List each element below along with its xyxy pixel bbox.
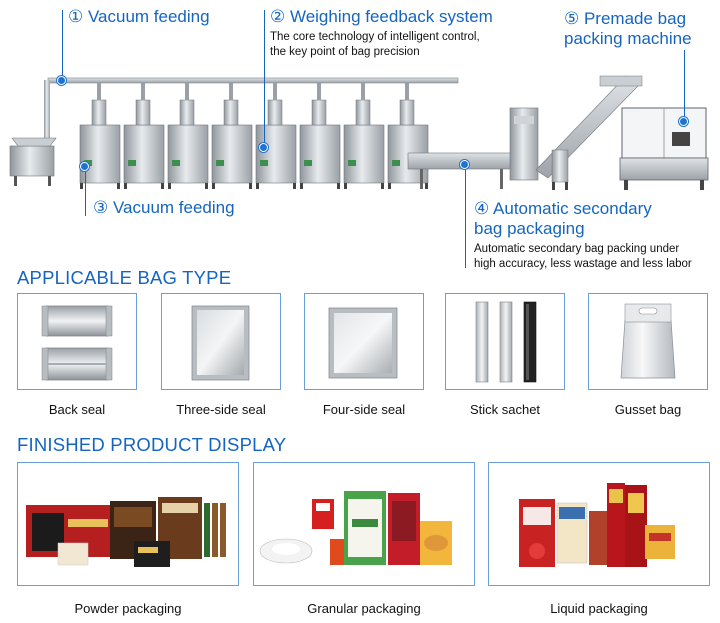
callout-2-desc-line2: the key point of bag precision bbox=[270, 46, 420, 58]
bag-label-gusset-bag: Gusset bag bbox=[614, 402, 682, 417]
callout-5-line bbox=[684, 50, 686, 120]
product-label-granular: Granular packaging bbox=[307, 601, 421, 616]
callout-4-title-line2: bag packaging bbox=[474, 219, 585, 238]
product-label-liquid: Liquid packaging bbox=[550, 601, 648, 616]
callout-1-title: ① Vacuum feeding bbox=[68, 7, 210, 26]
callout-4-desc-line2: high accuracy, less wastage and less lab… bbox=[474, 258, 692, 270]
product-card-powder bbox=[17, 462, 239, 586]
callout-vacuum-feeding-1: ① Vacuum feeding bbox=[68, 7, 210, 27]
callout-2-desc-line1: The core technology of intelligent contr… bbox=[270, 31, 480, 43]
granular-products-image bbox=[259, 491, 452, 565]
powder-products-image bbox=[26, 497, 226, 567]
callout-weighing-feedback: ② Weighing feedback system The core tech… bbox=[270, 7, 493, 60]
callout-4-desc-line1: Automatic secondary bag packing under bbox=[474, 243, 680, 255]
overhead-feed-pipe bbox=[44, 77, 459, 140]
callout-vacuum-feeding-3: ③ Vacuum feeding bbox=[93, 198, 235, 218]
callout-secondary-bag-packaging: ④ Automatic secondary bag packaging Auto… bbox=[474, 199, 692, 272]
bag-card-three-side-seal bbox=[161, 293, 281, 390]
product-card-liquid bbox=[488, 462, 710, 586]
bag-card-gusset-bag bbox=[588, 293, 708, 390]
bag-card-stick-sachet bbox=[445, 293, 565, 390]
callout-4-dot bbox=[460, 160, 469, 169]
callout-premade-bag-machine: ⑤ Premade bag packing machine bbox=[564, 9, 692, 49]
callout-2-line bbox=[264, 10, 266, 145]
product-label-powder: Powder packaging bbox=[74, 601, 182, 616]
callout-4-line bbox=[465, 164, 467, 268]
secondary-packaging-column bbox=[509, 107, 539, 181]
bag-label-stick-sachet: Stick sachet bbox=[469, 402, 541, 417]
callout-3-title: ③ Vacuum feeding bbox=[93, 198, 235, 217]
premade-bag-machine bbox=[619, 107, 709, 190]
inclined-elevator bbox=[535, 75, 643, 190]
packaging-line-illustration bbox=[9, 75, 709, 190]
bag-card-four-side-seal bbox=[304, 293, 424, 390]
callout-4-title-line1: ④ Automatic secondary bbox=[474, 199, 652, 218]
left-feeder-hopper bbox=[9, 137, 57, 186]
bag-card-back-seal bbox=[17, 293, 137, 390]
bag-label-four-side-seal: Four-side seal bbox=[322, 402, 406, 417]
callout-2-title: ② Weighing feedback system bbox=[270, 7, 493, 26]
back-seal-bag-icon bbox=[41, 305, 113, 381]
product-section-title: FINISHED PRODUCT DISPLAY bbox=[17, 434, 287, 455]
vertical-packing-machines bbox=[79, 83, 429, 189]
callout-5-title-line1: ⑤ Premade bag bbox=[564, 9, 687, 28]
three-side-seal-bag-icon bbox=[191, 305, 250, 381]
callout-5-title-line2: packing machine bbox=[564, 29, 692, 48]
callout-3-dot bbox=[80, 162, 89, 171]
bag-label-three-side-seal: Three-side seal bbox=[176, 402, 266, 417]
four-side-seal-bag-icon bbox=[328, 307, 398, 379]
callout-1-dot bbox=[57, 76, 66, 85]
bag-type-section-title: APPLICABLE BAG TYPE bbox=[17, 267, 232, 288]
callout-2-dot bbox=[259, 143, 268, 152]
callout-1-line bbox=[62, 10, 64, 80]
bag-label-back-seal: Back seal bbox=[48, 402, 106, 417]
product-card-granular bbox=[253, 462, 475, 586]
stick-sachet-bag-icon bbox=[475, 301, 537, 383]
callout-3-line bbox=[85, 168, 87, 216]
gusset-bag-icon bbox=[620, 303, 676, 379]
liquid-products-image bbox=[519, 483, 675, 567]
callout-5-dot bbox=[679, 117, 688, 126]
